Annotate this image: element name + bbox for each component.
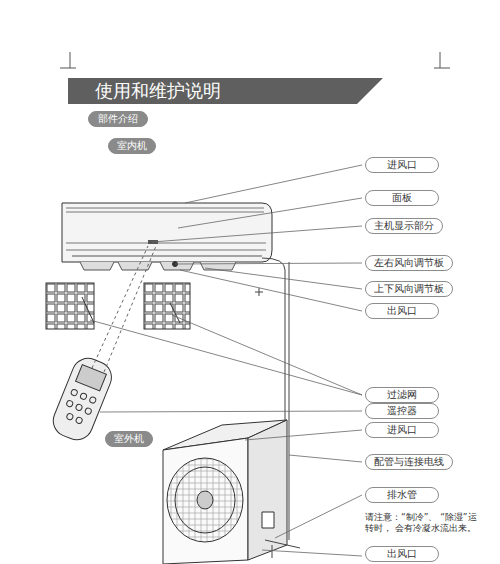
part-label: 进风口 bbox=[365, 422, 439, 438]
part-name: 主机显示部分 bbox=[374, 220, 434, 231]
part-name: 出风口 bbox=[387, 305, 417, 316]
part-name: 面板 bbox=[392, 192, 412, 203]
part-label: 配管与连接电线 bbox=[365, 454, 453, 470]
part-name: 左右风向调节板 bbox=[374, 257, 444, 268]
part-name: 遥控器 bbox=[387, 405, 417, 416]
part-name: 出风口 bbox=[387, 548, 417, 559]
part-label: 上下风向调节板 bbox=[365, 281, 453, 297]
part-name: 室外机 bbox=[114, 433, 144, 444]
part-label: 面板 bbox=[365, 190, 439, 206]
part-label: 主机显示部分 bbox=[365, 218, 443, 234]
part-label: 过滤网 bbox=[365, 387, 439, 403]
part-label: 出风口 bbox=[365, 546, 439, 562]
section-tag: 部件介绍 bbox=[88, 111, 148, 127]
section-tag: 室内机 bbox=[108, 138, 156, 154]
page-title: 使用和维护说明 bbox=[95, 80, 221, 102]
part-name: 进风口 bbox=[387, 159, 417, 170]
part-name: 排水管 bbox=[387, 489, 417, 500]
part-name: 进风口 bbox=[387, 424, 417, 435]
part-name: 室内机 bbox=[117, 140, 147, 151]
part-name: 过滤网 bbox=[387, 389, 417, 400]
note-text: 请注意：“制冷”、 “除湿”运转时， 会有冷凝水流出来。 bbox=[365, 512, 480, 534]
part-label: 遥控器 bbox=[365, 403, 439, 419]
part-label: 左右风向调节板 bbox=[365, 255, 453, 271]
part-name: 配管与连接电线 bbox=[374, 456, 444, 467]
part-label: 排水管 bbox=[365, 487, 439, 503]
part-name: 部件介绍 bbox=[98, 113, 138, 124]
part-label: 出风口 bbox=[365, 303, 439, 319]
part-name: 上下风向调节板 bbox=[374, 283, 444, 294]
section-tag: 室外机 bbox=[105, 431, 153, 447]
part-label: 进风口 bbox=[365, 157, 439, 173]
